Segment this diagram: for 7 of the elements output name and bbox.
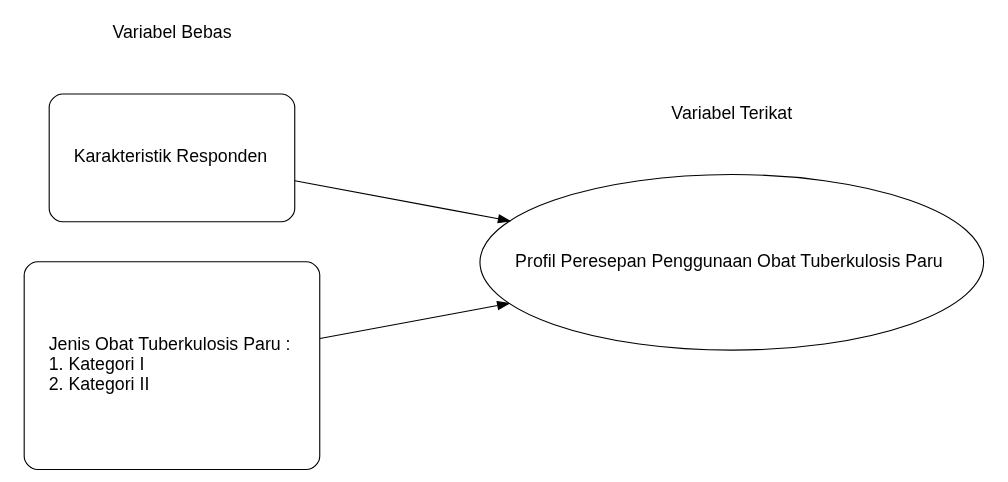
node-ellipse: Profil Peresepan Penggunaan Obat Tuberkulosis Paru xyxy=(479,173,985,351)
label: Variabel Bebas xyxy=(112,21,232,42)
arrow xyxy=(294,179,512,223)
arrow xyxy=(319,300,511,339)
node-box: Karakteristik Responden xyxy=(48,92,296,222)
label: Variabel Terikat xyxy=(671,102,793,123)
node-box: Jenis Obat Tuberkulosis Paru : 1. Kategori I 2. Kategori II xyxy=(23,260,321,470)
